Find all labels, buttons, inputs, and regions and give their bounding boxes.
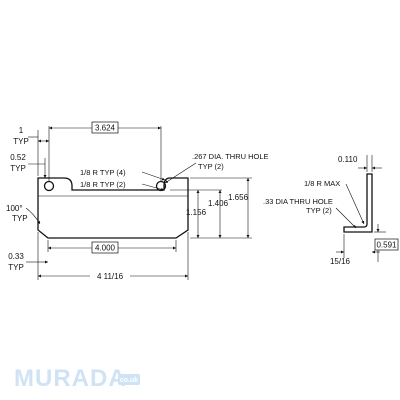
watermark-badge-box [118,374,140,385]
watermark: MURADA co.uk [14,365,140,392]
dim-side-thickness: 15/16 [330,257,351,266]
dim-end-offset-value: 1 [19,126,24,135]
leader-line [164,162,197,184]
watermark-brand: MURADA [14,365,127,392]
dim-overall-width: 4 11/16 [97,272,124,281]
note-thru-hole-line2: TYP (2) [198,162,224,171]
dim-height-mid: 1.406 [208,199,229,208]
dim-base-width: 4.000 [95,244,116,253]
dim-hole-edge-value: 0.52 [10,153,26,162]
bracket-outline [37,177,189,239]
dim-hole-spacing: 3.624 [95,124,116,133]
dim-angle-typ: TYP [12,214,28,223]
dim-end-offset-typ: TYP [13,137,29,146]
note-radius-1: 1/8 R TYP (4) [80,168,126,177]
dim-flange-value: 0.33 [8,252,24,261]
front-view: 3.624 1 TYP 0.52 TYP 1/8 R TYP (4) 1/8 R… [6,121,269,281]
dimension-box [374,238,399,251]
leader-line [141,171,166,181]
dimension-box [91,241,119,254]
leader-line [345,183,365,225]
dim-height-total: 1.656 [228,193,249,202]
dim-side-depth: 0.591 [376,241,397,250]
dimension-box [91,121,119,134]
dim-hole-edge-typ: TYP [10,164,26,173]
angle-profile [343,173,373,233]
note-radius-2: 1/8 R TYP (2) [80,180,126,189]
dim-flange-typ: TYP [8,263,24,272]
angle-arc [25,207,41,225]
note-thru-hole-line1: .267 DIA. THRU HOLE [192,152,269,161]
side-view: 0.110 1/8 R MAX .33 DIA THRU HOLE TYP (2… [263,155,399,266]
leader-line [141,183,165,191]
note-side-hole-line1: .33 DIA THRU HOLE [263,197,333,206]
leader-line [335,207,357,229]
note-side-radius: 1/8 R MAX [304,179,340,188]
note-side-hole-line2: TYP (2) [306,206,332,215]
watermark-badge: co.uk [120,377,138,384]
dim-angle-value: 100° [6,204,23,213]
dim-side-top: 0.110 [338,155,358,164]
dim-height-inner: 1.156 [186,208,207,217]
mounting-hole-left [43,180,55,192]
